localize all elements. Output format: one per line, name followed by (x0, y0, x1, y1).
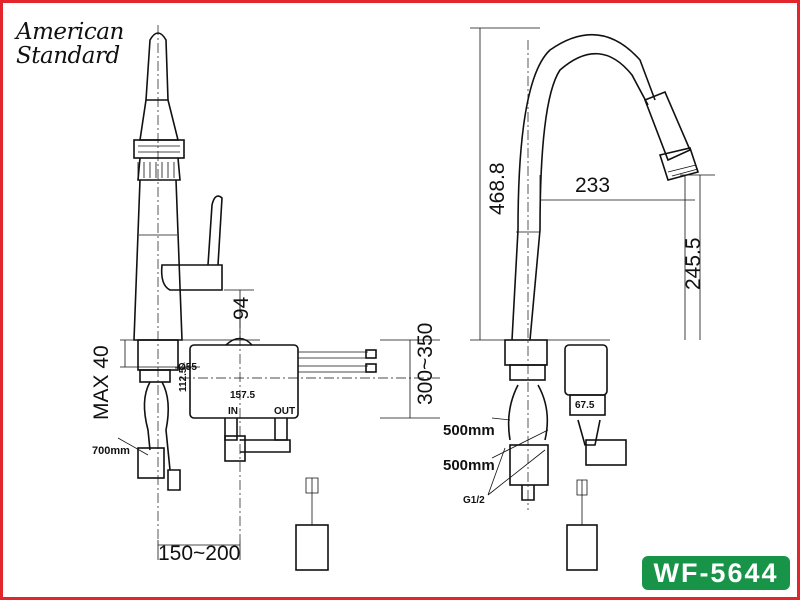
label-inlet: IN (228, 406, 238, 417)
dim-hose-2: 500mm (443, 457, 495, 474)
dim-max-deck: MAX 40 (90, 345, 113, 420)
dim-handle-height: 94 (230, 296, 253, 320)
logo-line-2: Standard (16, 43, 120, 69)
front-faucet (133, 25, 223, 540)
brand-logo: American Standard (16, 20, 124, 68)
label-thread: G1/2 (463, 495, 485, 506)
side-dimensions: 468.8 233 245.5 500mm 500mm G1/2 67.5 (443, 27, 715, 506)
dim-box-drop: 300~350 (414, 323, 437, 405)
logo-line-1: American (16, 19, 124, 45)
dim-box-offset: 150~200 (158, 542, 240, 565)
dim-box-width: 157.5 (230, 390, 255, 401)
model-badge: WF-5644 (642, 556, 790, 590)
dim-spout-height: 245.5 (682, 237, 705, 290)
dim-cable-length: 700mm (92, 445, 130, 457)
dim-valve-width: 67.5 (575, 400, 595, 411)
dim-reach: 233 (575, 174, 610, 197)
dim-total-height: 468.8 (486, 162, 509, 215)
front-dimensions: 94 MAX 40 112.5 Ø55 157.5 IN OUT 700mm 1… (90, 289, 440, 565)
control-box-front (180, 300, 440, 571)
side-faucet (504, 33, 700, 510)
label-outlet: OUT (274, 406, 295, 417)
dim-hose-1: 500mm (443, 422, 495, 439)
dim-box-height: 112.5 (178, 367, 189, 392)
side-valve (564, 344, 627, 571)
dim-hole-diameter: Ø55 (178, 362, 197, 373)
